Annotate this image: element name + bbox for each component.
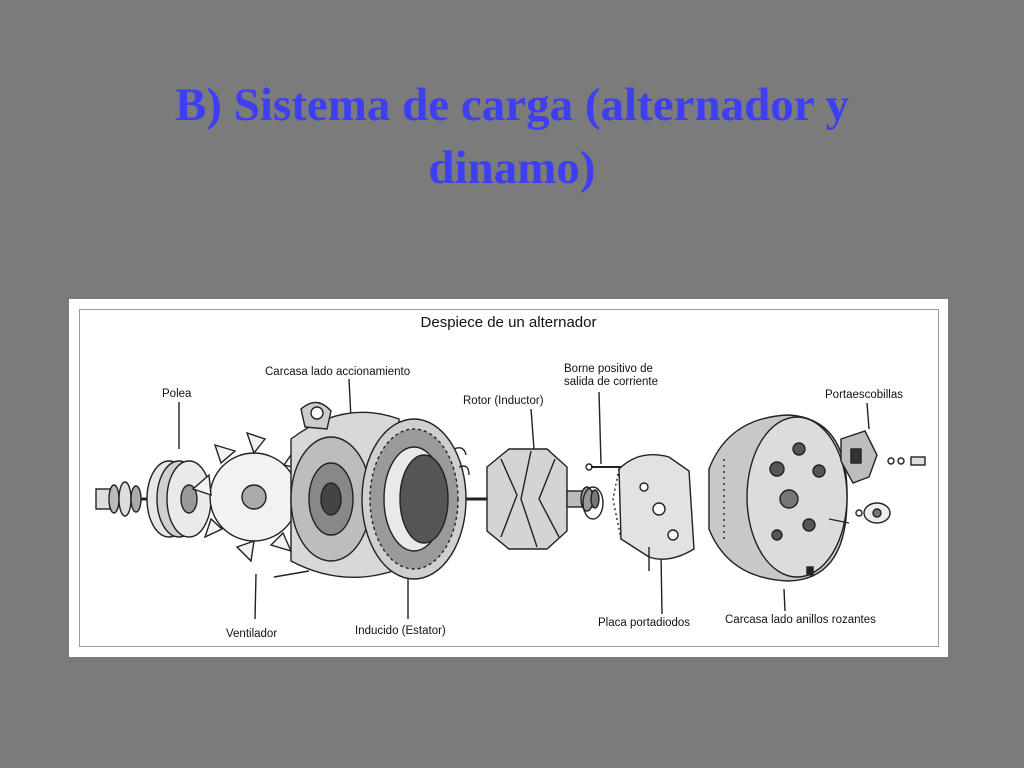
- figure-frame: [79, 309, 939, 647]
- leader-portaescobillas: [866, 402, 870, 430]
- label-carcasa-anillos: Carcasa lado anillos rozantes: [725, 614, 876, 626]
- slip-ring-washer: [582, 486, 604, 520]
- label-polea: Polea: [162, 388, 192, 400]
- leader-placa: [660, 554, 663, 615]
- stator-inducido: [361, 418, 470, 580]
- label-borne: Borne positivo de salida de corriente: [564, 363, 658, 388]
- label-inducido: Inducido (Estator): [355, 625, 446, 637]
- label-rotor: Rotor (Inductor): [463, 395, 544, 407]
- leader-borne: [598, 391, 602, 465]
- slide-title: B) Sistema de carga (alternador y dinamo…: [112, 74, 912, 200]
- alternator-exploded-drawing: [95, 378, 926, 620]
- leader-carcasa-accionamiento: [348, 378, 352, 420]
- label-placa: Placa portadiodos: [598, 617, 691, 629]
- rotor-inductor: [486, 448, 600, 550]
- leader-rotor: [530, 408, 535, 450]
- label-ventilador: Ventilador: [226, 628, 278, 640]
- leader-carcasa-anillos: [783, 588, 786, 612]
- fan-ventilador: [191, 431, 319, 578]
- pulley-polea: [146, 460, 212, 538]
- brush-holder-portaescobillas: [840, 430, 926, 524]
- leader-ventilador: [254, 573, 257, 620]
- slide-title-line-1: B) Sistema de carga (alternador y: [175, 79, 849, 131]
- figure-caption: Despiece de un alternador: [420, 314, 597, 331]
- alternator-exploded-figure: Despiece de un alternador Polea Carcasa …: [69, 299, 948, 657]
- diode-plate: [612, 454, 695, 571]
- label-carcasa-accionamiento: Carcasa lado accionamiento: [265, 366, 411, 378]
- slide-title-line-2: dinamo): [428, 142, 596, 194]
- label-portaescobillas: Portaescobillas: [825, 389, 903, 401]
- slip-ring-end-housing: [708, 414, 850, 582]
